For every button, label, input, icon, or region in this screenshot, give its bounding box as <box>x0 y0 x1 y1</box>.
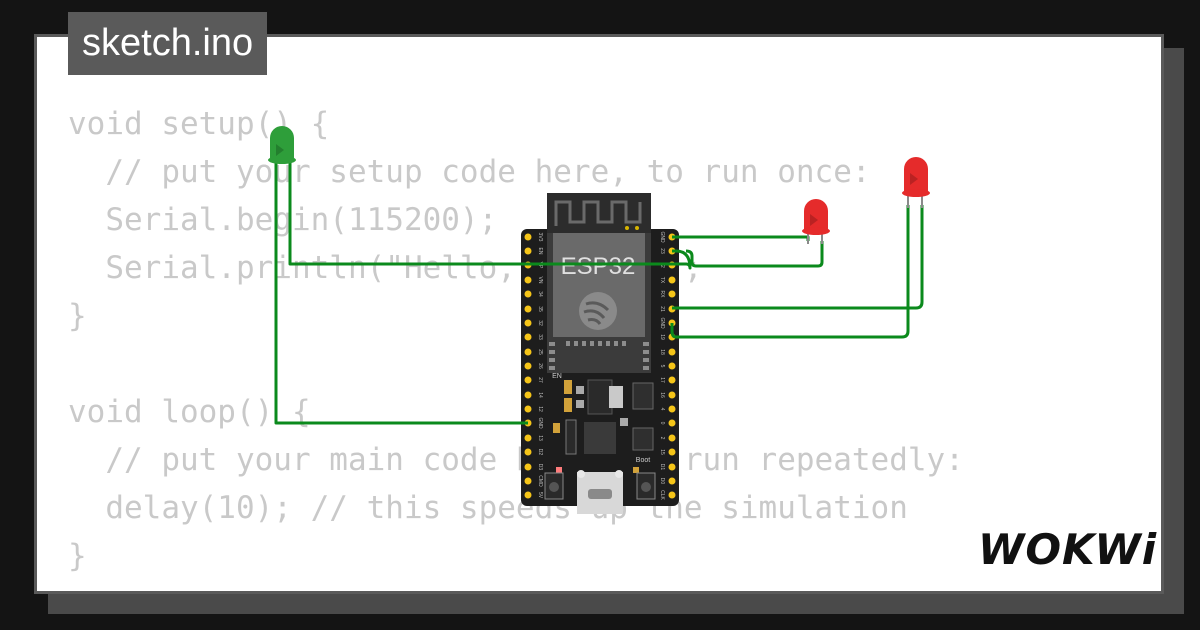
pin-label: D3 <box>537 464 543 471</box>
led-rim <box>268 156 296 164</box>
pin-label: 32 <box>537 320 543 326</box>
wokwi-logo: WOKWi <box>978 525 1158 574</box>
pin-label: 4 <box>659 408 665 411</box>
code-line: } <box>68 298 87 334</box>
pin-label: 26 <box>537 363 543 369</box>
pin-label: CMD <box>537 475 543 487</box>
pin-label: 2 <box>659 437 665 440</box>
led-body <box>804 199 828 231</box>
pin-label: 5V <box>537 492 543 499</box>
module-castellations <box>549 341 649 370</box>
pin-label: 18 <box>659 349 665 355</box>
en-label: EN <box>552 373 562 380</box>
pin-label: 3V3 <box>537 233 543 242</box>
wire-green-led-anode[interactable] <box>274 160 528 425</box>
pin-label: 21 <box>659 306 665 312</box>
pin-label: VN <box>537 277 543 284</box>
code-line: } <box>68 538 87 574</box>
file-tab[interactable]: sketch.ino <box>68 12 268 75</box>
pin-label: 17 <box>659 377 665 383</box>
left-pin-labels: 3V3 EN VP VN 34 35 32 33 25 26 27 14 12 … <box>537 233 543 499</box>
wire-red2-led-cathode[interactable] <box>670 205 910 339</box>
pin-label: 19 <box>659 334 665 340</box>
pin-label: TX <box>659 277 665 284</box>
code-line: void loop() { <box>68 394 311 430</box>
wire-red1-led-anode[interactable] <box>685 241 824 268</box>
pin-label: 12 <box>537 406 543 412</box>
pin-label: 23 <box>659 248 665 254</box>
led-die <box>276 144 284 156</box>
code-line: // put your setup code here, to run once… <box>68 154 871 190</box>
pin-label: 33 <box>537 334 543 340</box>
pin-label: RX <box>659 291 665 299</box>
usb-port <box>577 470 623 514</box>
led-red-2[interactable] <box>902 157 930 208</box>
led-body <box>270 126 294 160</box>
pin-label: 25 <box>537 349 543 355</box>
led-rim <box>902 189 930 197</box>
wire-green-led-cathode[interactable] <box>288 160 692 270</box>
pin-label: 0 <box>659 422 665 425</box>
pin-label: GND <box>659 317 665 329</box>
pin-label: 14 <box>537 392 543 398</box>
pin-label: CLK <box>659 490 665 500</box>
pin-label: 15 <box>659 449 665 455</box>
right-pin-labels: GND 23 22 TX RX 21 GND 19 18 5 17 16 4 0… <box>659 231 665 500</box>
wire-red2-led-anode[interactable] <box>672 205 924 310</box>
pin-label: EN <box>537 248 543 255</box>
led-die <box>810 214 818 226</box>
antenna-pad <box>625 226 629 230</box>
led-die <box>910 173 918 185</box>
pin-label: 16 <box>659 392 665 398</box>
pin-label: D0 <box>659 478 665 485</box>
pin-label: GND <box>659 231 665 243</box>
pin-label: 13 <box>537 435 543 441</box>
pin-label: 34 <box>537 291 543 297</box>
boot-button[interactable] <box>636 472 656 500</box>
wire-red1-led-cathode[interactable] <box>672 235 810 241</box>
pin-label: GND <box>537 417 543 429</box>
antenna-trace <box>554 200 642 226</box>
boot-label: Boot <box>636 457 650 464</box>
pin-label: 27 <box>537 377 543 383</box>
en-button[interactable] <box>544 472 564 500</box>
pin-label: 5 <box>659 365 665 368</box>
pin-header-left[interactable] <box>524 233 532 499</box>
antenna-pad <box>635 226 639 230</box>
pin-label: D1 <box>659 464 665 471</box>
espressif-logo-mark <box>583 301 610 325</box>
pin-label: D2 <box>537 449 543 456</box>
led-green[interactable] <box>268 126 296 164</box>
led-red-1[interactable] <box>802 199 830 244</box>
esp32-board[interactable]: ESP32 EN Boot <box>521 193 679 514</box>
pin-label: 35 <box>537 306 543 312</box>
board-components <box>553 379 654 473</box>
led-body <box>904 157 928 193</box>
chip-label: ESP32 <box>561 253 636 280</box>
code-line: delay(10); // this speeds up the simulat… <box>68 490 908 526</box>
led-rim <box>802 227 830 235</box>
code-line: Serial.begin(115200); <box>68 202 498 238</box>
